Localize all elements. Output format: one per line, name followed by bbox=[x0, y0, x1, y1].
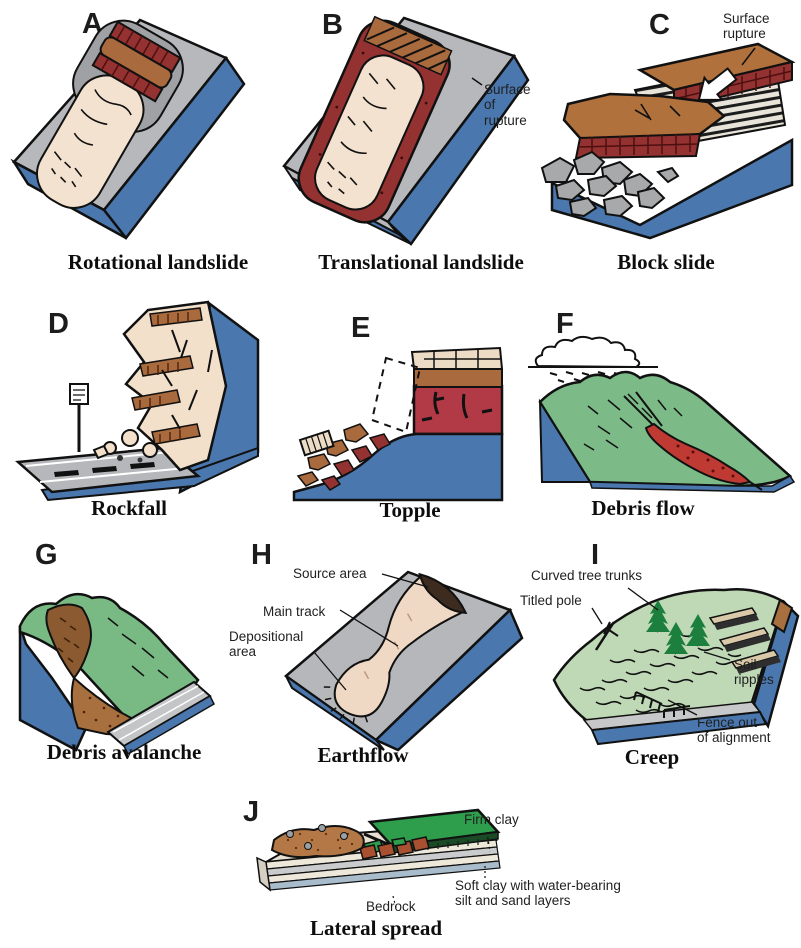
panel-i-letter: I bbox=[591, 539, 600, 571]
soil-ripples-marks bbox=[579, 632, 742, 714]
fence-icon bbox=[633, 691, 691, 718]
curved-tree-trunks-label: Curved tree trunks bbox=[531, 568, 643, 583]
road-sign-icon bbox=[69, 383, 89, 452]
surface-rupture-label: Surface rupture bbox=[723, 11, 770, 42]
panel-j-letter: J bbox=[243, 796, 260, 828]
panel-i-illustration bbox=[552, 587, 800, 746]
panel-i-caption: Creep bbox=[624, 745, 680, 769]
toppled-rocks bbox=[296, 423, 392, 491]
panel-e-letter: E bbox=[351, 312, 371, 344]
boulder-pile bbox=[540, 150, 680, 218]
panel-h-illustration bbox=[283, 570, 524, 752]
panel-b-illustration bbox=[282, 15, 530, 246]
panel-g-caption: Debris avalanche bbox=[46, 740, 202, 764]
panel-a-letter: A bbox=[82, 8, 103, 40]
displaced-blocks bbox=[359, 836, 430, 860]
fallen-rocks bbox=[92, 429, 158, 460]
panel-b-letter: B bbox=[322, 9, 343, 41]
panel-a-caption: Rotational landslide bbox=[67, 250, 249, 274]
panel-d-letter: D bbox=[48, 308, 69, 340]
pine-trees-icon bbox=[646, 600, 710, 655]
panel-e-caption: Topple bbox=[379, 498, 441, 522]
panel-d-illustration bbox=[15, 300, 260, 502]
panel-e-illustration bbox=[292, 346, 504, 502]
terrace-ledges bbox=[708, 607, 780, 669]
movement-arrow-icon bbox=[697, 67, 738, 101]
firm-clay-label: Firm clay bbox=[464, 812, 519, 827]
fence-out-of-alignment-label: Fence out of alignment bbox=[697, 715, 771, 746]
panel-j-caption: Lateral spread bbox=[309, 916, 443, 940]
rubble-boulders bbox=[286, 824, 348, 850]
panel-c-illustration bbox=[540, 42, 796, 240]
soft-clay-label: Soft clay with water-bearing silt and sa… bbox=[455, 878, 621, 909]
main-track-label: Main track bbox=[263, 604, 326, 619]
tilted-pole-icon bbox=[594, 621, 619, 651]
surface-of-rupture-label: Surface of rupture bbox=[484, 82, 531, 128]
panel-c-letter: C bbox=[649, 9, 670, 41]
soil-ripples-label: Soil ripples bbox=[734, 657, 774, 688]
panel-f-caption: Debris flow bbox=[591, 496, 695, 520]
panel-h-caption: Earthflow bbox=[317, 743, 409, 767]
panel-b-caption: Translational landslide bbox=[318, 250, 524, 274]
depositional-area-label: Depositional area bbox=[229, 629, 304, 660]
panel-a-illustration bbox=[10, 18, 246, 241]
panel-j-illustration bbox=[256, 808, 501, 909]
panel-f-illustration bbox=[528, 335, 796, 493]
panel-g-illustration bbox=[18, 592, 215, 756]
panel-c-caption: Block slide bbox=[617, 250, 715, 274]
source-area-label: Source area bbox=[293, 566, 367, 581]
panel-f-letter: F bbox=[556, 308, 574, 340]
rain-cloud-icon bbox=[528, 335, 658, 390]
panel-h-letter: H bbox=[251, 539, 272, 571]
titled-pole-label: Titled pole bbox=[520, 593, 582, 608]
panel-d-caption: Rockfall bbox=[91, 496, 167, 520]
panel-g-letter: G bbox=[35, 539, 58, 571]
bedrock-label: Bedrock bbox=[366, 899, 416, 914]
